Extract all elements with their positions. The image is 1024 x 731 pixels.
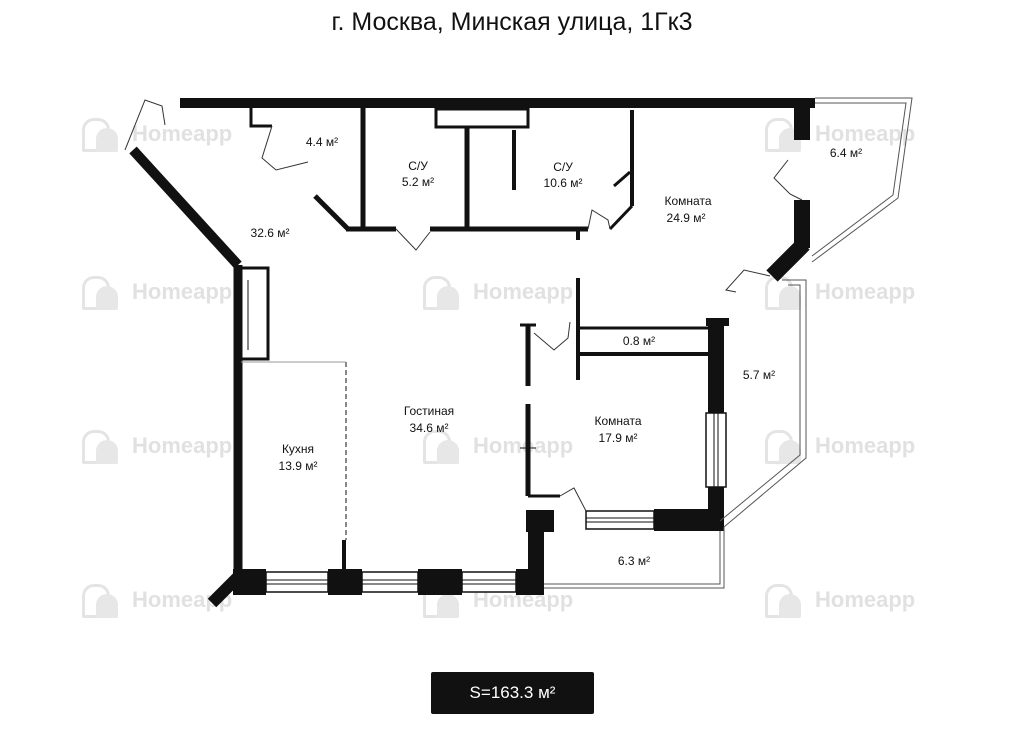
closet-area: 0.8 м² bbox=[623, 334, 655, 348]
page-title: г. Москва, Минская улица, 1Гк3 bbox=[331, 8, 693, 36]
watermark: Homeapp bbox=[80, 270, 232, 314]
bathroom2-area: 10.6 м² bbox=[544, 176, 583, 190]
bedroom1-area: 24.9 м² bbox=[667, 211, 706, 225]
total-area-badge: S=163.3 м² bbox=[431, 672, 594, 714]
homeapp-logo-icon bbox=[421, 424, 465, 468]
hall-area: 32.6 м² bbox=[251, 226, 290, 240]
balcony1-area: 6.4 м² bbox=[830, 146, 862, 160]
balcony2-area: 5.7 м² bbox=[743, 368, 775, 382]
watermark: Homeapp bbox=[421, 270, 573, 314]
bathroom1-name: С/У bbox=[408, 159, 428, 173]
watermark: Homeapp bbox=[80, 424, 232, 468]
homeapp-logo-icon bbox=[80, 424, 124, 468]
watermark: Homeapp bbox=[763, 578, 915, 622]
living-area: 34.6 м² bbox=[410, 421, 449, 435]
bathroom2-name: С/У bbox=[553, 160, 573, 174]
bedroom2-area: 17.9 м² bbox=[599, 431, 638, 445]
watermark: Homeapp bbox=[80, 112, 232, 156]
homeapp-logo-icon bbox=[80, 112, 124, 156]
homeapp-logo-icon bbox=[421, 270, 465, 314]
windows bbox=[233, 412, 727, 595]
kitchen-area: 13.9 м² bbox=[279, 459, 318, 473]
doors bbox=[124, 99, 803, 512]
homeapp-logo-icon bbox=[80, 270, 124, 314]
homeapp-logo-icon bbox=[80, 578, 124, 622]
room-labels: 32.6 м² 4.4 м² С/У 5.2 м² С/У 10.6 м² Ко… bbox=[251, 135, 863, 568]
interior-walls bbox=[239, 103, 708, 570]
balcony3-area: 6.3 м² bbox=[618, 554, 650, 568]
exterior-walls bbox=[129, 98, 815, 608]
watermark: Homeapp bbox=[763, 270, 915, 314]
balconies bbox=[544, 97, 913, 589]
living-name: Гостиная bbox=[404, 404, 454, 418]
kitchen-name: Кухня bbox=[282, 442, 314, 456]
watermark: Homeapp bbox=[763, 424, 915, 468]
bedroom2-name: Комната bbox=[595, 414, 642, 428]
homeapp-logo-icon bbox=[763, 424, 807, 468]
homeapp-logo-icon bbox=[763, 578, 807, 622]
watermark: Homeapp bbox=[421, 424, 573, 468]
bathroom1-area: 5.2 м² bbox=[402, 175, 434, 189]
storage-area: 4.4 м² bbox=[306, 135, 338, 149]
bedroom1-name: Комната bbox=[665, 194, 712, 208]
